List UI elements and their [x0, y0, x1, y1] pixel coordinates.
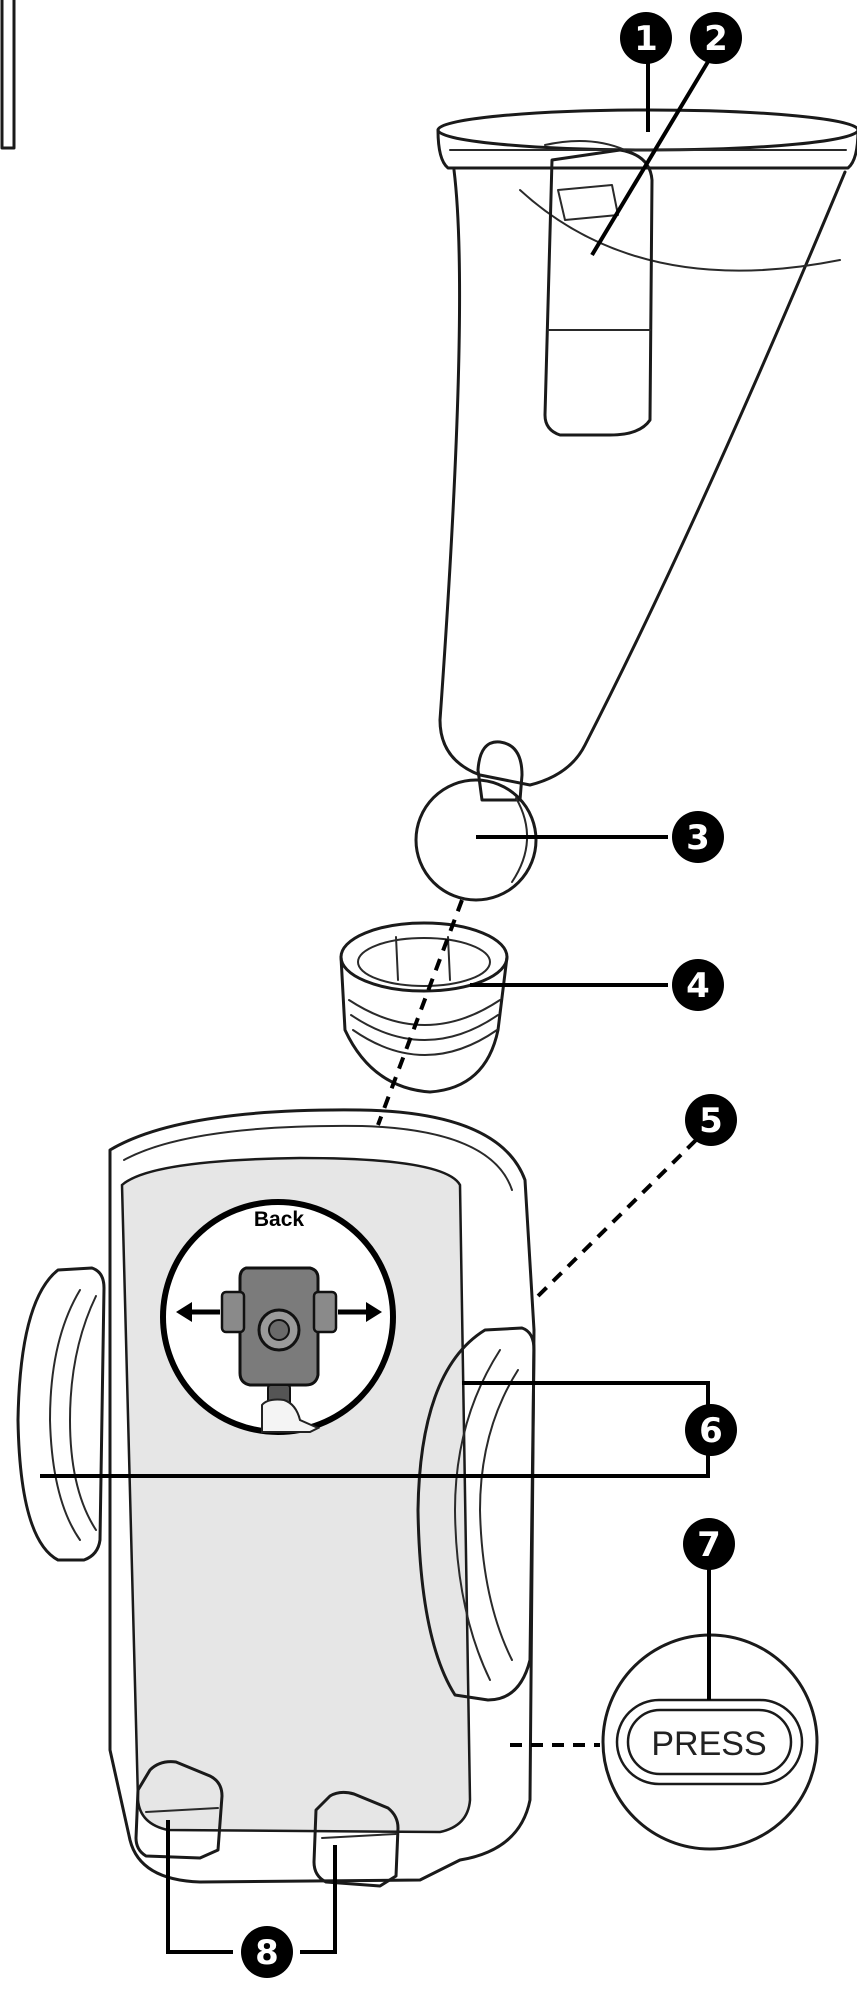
callout-5: 5: [685, 1094, 737, 1146]
svg-text:6: 6: [699, 1411, 723, 1451]
leader-5: [530, 1138, 698, 1304]
svg-text:2: 2: [704, 19, 728, 59]
phone-cradle: Back: [16, 1108, 536, 1888]
assembly-axis: [376, 899, 464, 1126]
left-foot: [134, 1760, 224, 1860]
left-grip-arm: [16, 1266, 106, 1562]
right-foot: [312, 1790, 400, 1888]
svg-text:4: 4: [686, 966, 710, 1006]
callout-3: 3: [672, 811, 724, 863]
svg-text:3: 3: [686, 818, 710, 858]
callout-8: 8: [241, 1926, 293, 1978]
svg-text:5: 5: [699, 1101, 723, 1141]
callout-2: 2: [690, 12, 742, 64]
cradle-shell: [108, 1108, 536, 1884]
lock-nut: [339, 921, 509, 1094]
callout-1: 1: [620, 12, 672, 64]
svg-text:1: 1: [634, 19, 658, 59]
leader-2: [590, 53, 714, 257]
release-button-detail: PRESS: [601, 1633, 819, 1851]
press-label: PRESS: [651, 1725, 766, 1763]
svg-text:8: 8: [255, 1933, 279, 1973]
right-grip-arm: [416, 1326, 536, 1702]
finger-icon: [261, 1398, 321, 1433]
svg-text:7: 7: [697, 1525, 721, 1565]
callout-4: 4: [672, 959, 724, 1011]
back-label: Back: [254, 1208, 305, 1231]
back-view-inset: Back: [160, 1199, 396, 1435]
leader-8: [166, 1820, 337, 1954]
cropped-frame-edge: [0, 0, 16, 150]
ball-joint: [414, 778, 538, 902]
lock-lever: [543, 148, 654, 437]
suction-cup-arm: [436, 108, 857, 802]
suction-cup-dome: [438, 168, 847, 787]
callout-6: 6: [685, 1404, 737, 1456]
callout-7: 7: [683, 1518, 735, 1570]
